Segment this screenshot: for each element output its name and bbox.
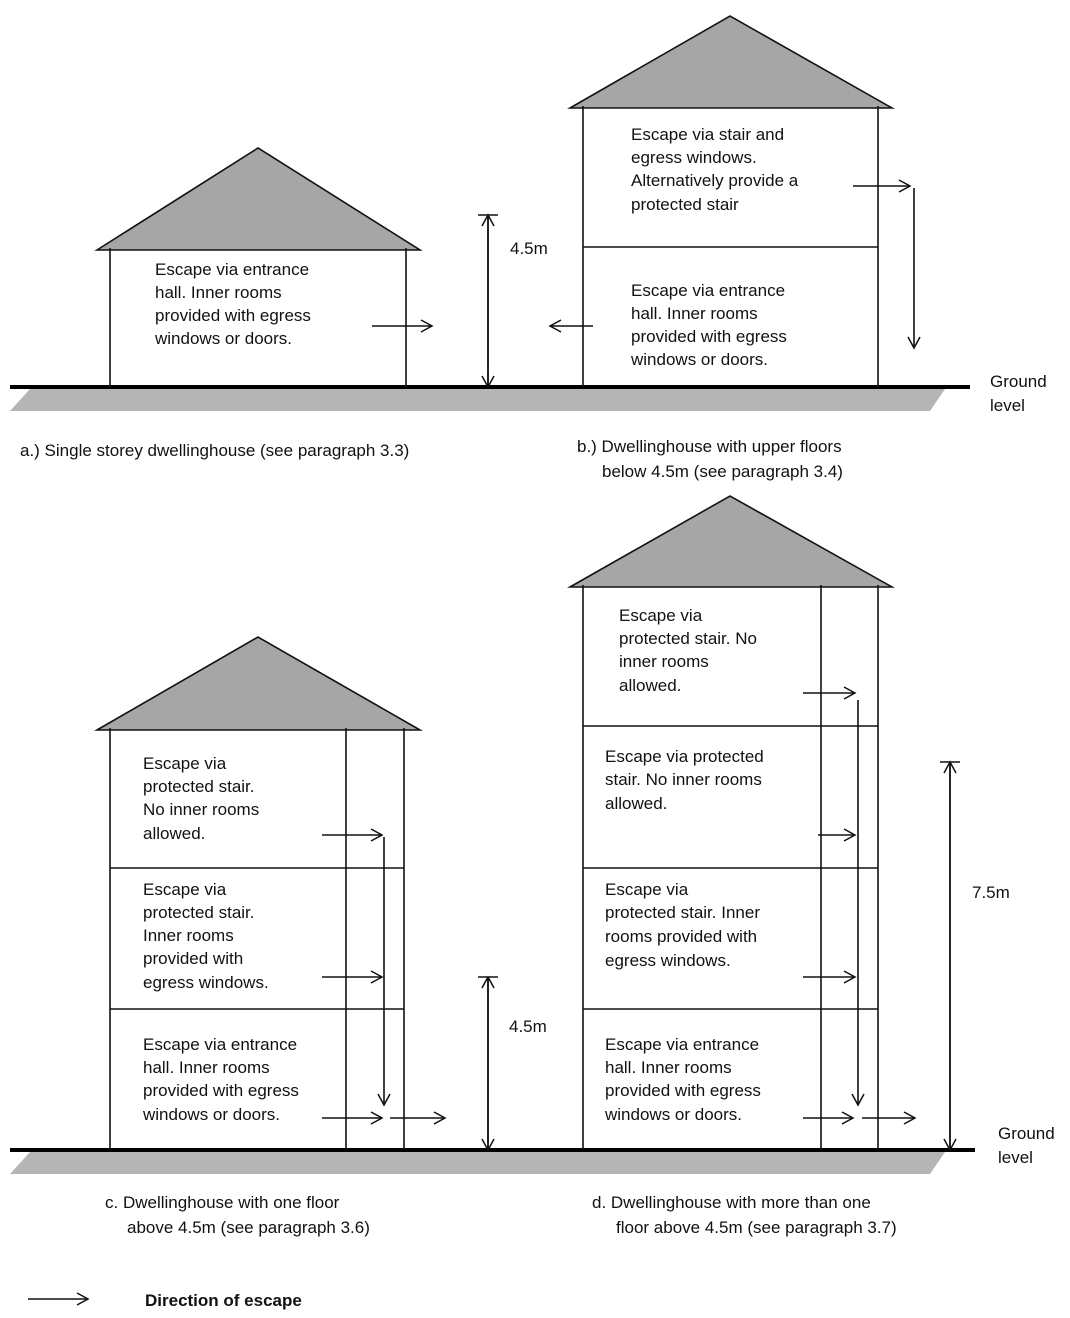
house-d-floor3-label: Escape via protected stair. No inner roo… bbox=[605, 747, 769, 813]
house-d: Escape via protected stair. No inner roo… bbox=[566, 495, 917, 1150]
caption-c: c. Dwellinghouse with one floor above 4.… bbox=[105, 1193, 370, 1237]
house-c-top-label: Escape via protected stair. No inner roo… bbox=[143, 754, 264, 843]
house-d-floor1-label: Escape via entrance hall. Inner rooms pr… bbox=[604, 1035, 766, 1124]
house-a-label: Escape via entrance hall. Inner rooms pr… bbox=[154, 260, 316, 348]
caption-b: b.) Dwellinghouse with upper floors belo… bbox=[577, 437, 846, 481]
ground-shadow-bottom bbox=[10, 1152, 945, 1174]
dimension-label: 4.5m bbox=[509, 1017, 547, 1036]
dimension-4-5m-top: 4.5m bbox=[478, 213, 548, 389]
house-c-roof bbox=[94, 636, 424, 731]
ground-level-label-bottom: Ground level bbox=[998, 1124, 1059, 1167]
house-c-middle-label: Escape via protected stair. Inner rooms … bbox=[143, 880, 269, 992]
house-a-roof bbox=[94, 147, 423, 251]
ground-shadow-top bbox=[10, 389, 945, 411]
caption-a: a.) Single storey dwellinghouse (see par… bbox=[20, 441, 409, 460]
dimension-label: 7.5m bbox=[972, 883, 1010, 902]
top-row: Escape via entrance hall. Inner rooms pr… bbox=[10, 15, 1051, 481]
bottom-row: Escape via protected stair. No inner roo… bbox=[10, 495, 1059, 1237]
dimension-7-5m: 7.5m bbox=[940, 760, 1010, 1152]
dimension-4-5m-bottom: 4.5m bbox=[478, 975, 547, 1152]
house-b-upper-label: Escape via stair and egress windows. Alt… bbox=[631, 125, 803, 214]
house-c: Escape via protected stair. No inner roo… bbox=[94, 636, 447, 1150]
caption-d: d. Dwellinghouse with more than one floo… bbox=[592, 1193, 897, 1237]
house-c-bottom-label: Escape via entrance hall. Inner rooms pr… bbox=[142, 1035, 304, 1124]
legend: Direction of escape bbox=[28, 1291, 302, 1310]
house-d-roof bbox=[566, 495, 896, 588]
ground-level-label-top: Ground level bbox=[990, 372, 1051, 415]
house-a: Escape via entrance hall. Inner rooms pr… bbox=[94, 147, 434, 387]
house-b-roof bbox=[567, 15, 896, 109]
house-b: Escape via stair and egress windows. Alt… bbox=[548, 15, 921, 387]
legend-label: Direction of escape bbox=[145, 1291, 302, 1310]
house-d-floor2-label: Escape via protected stair. Inner rooms … bbox=[605, 880, 765, 970]
house-b-lower-label: Escape via entrance hall. Inner rooms pr… bbox=[630, 281, 792, 369]
dimension-label: 4.5m bbox=[510, 239, 548, 258]
house-d-floor4-label: Escape via protected stair. No inner roo… bbox=[619, 606, 762, 695]
